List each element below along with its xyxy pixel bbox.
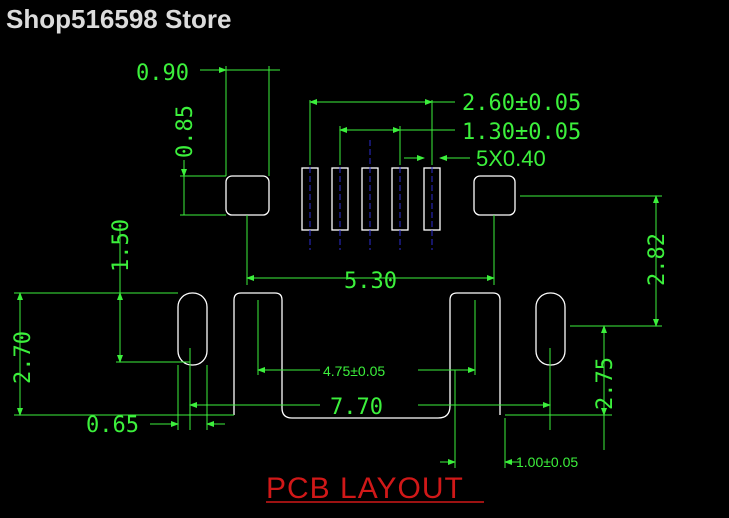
right-mount-pad [473, 175, 516, 216]
pad-centerlines [309, 140, 433, 250]
shield-outline [233, 292, 501, 419]
left-mount-pad [225, 175, 270, 216]
dim-1-00: 1.00±0.05 [516, 454, 578, 470]
dim-0-85: 0.85 [173, 105, 198, 158]
dim-2-82: 2.82 [645, 233, 670, 286]
dimension-lines [14, 66, 662, 468]
dim-2-75: 2.75 [593, 357, 618, 410]
dim-2-70: 2.70 [11, 331, 36, 384]
dim-0-90: 0.90 [136, 61, 189, 86]
dim-1-50: 1.50 [109, 219, 134, 272]
drawing-title: PCB LAYOUT [266, 472, 464, 505]
dim-1-30: 1.30±0.05 [462, 120, 581, 145]
dim-7-70: 7.70 [330, 395, 383, 420]
left-slot-pad [177, 292, 208, 366]
dim-0-65: 0.65 [86, 413, 139, 438]
dim-5-30: 5.30 [344, 269, 397, 294]
dim-4-75: 4.75±0.05 [323, 363, 385, 379]
store-watermark: Shop516598 Store [6, 4, 231, 34]
dim-5x0-40: 5X0.40 [476, 146, 546, 171]
dim-2-60: 2.60±0.05 [462, 91, 581, 116]
